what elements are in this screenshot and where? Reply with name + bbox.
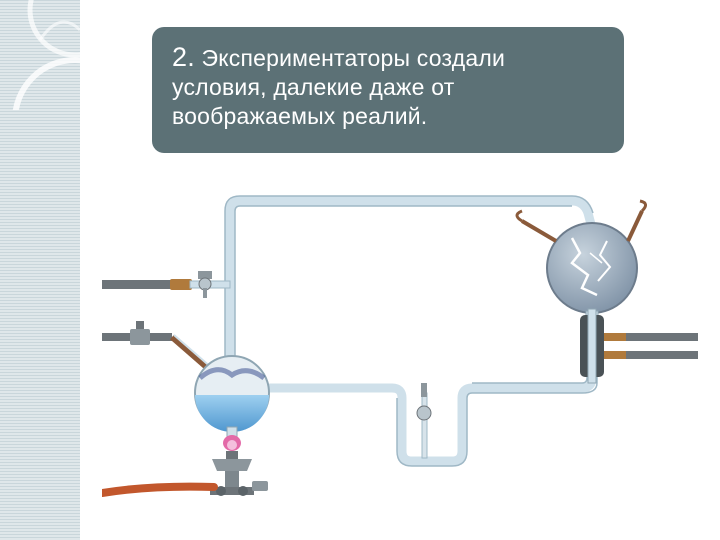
stopcock-bottom	[416, 383, 432, 459]
electrodes	[515, 199, 647, 243]
caption-text: 2. Экспериментаторы создали условия, дал…	[172, 43, 606, 131]
caption-box: 2. Экспериментаторы создали условия, дал…	[152, 27, 624, 153]
boiling-flask	[194, 355, 270, 438]
decorative-side-strip	[0, 0, 80, 540]
spark-chamber	[546, 222, 638, 324]
decorative-swirl	[12, 0, 80, 110]
caption-body: Экспериментаторы создали условия, далеки…	[172, 45, 506, 129]
caption-number: 2.	[172, 42, 195, 72]
bunsen-burner	[210, 435, 268, 496]
condenser	[580, 308, 698, 384]
gas-inlet-upper	[102, 271, 231, 298]
glass-tubing	[225, 196, 597, 466]
gas-hose	[102, 482, 218, 497]
miller-urey-apparatus	[102, 195, 698, 497]
